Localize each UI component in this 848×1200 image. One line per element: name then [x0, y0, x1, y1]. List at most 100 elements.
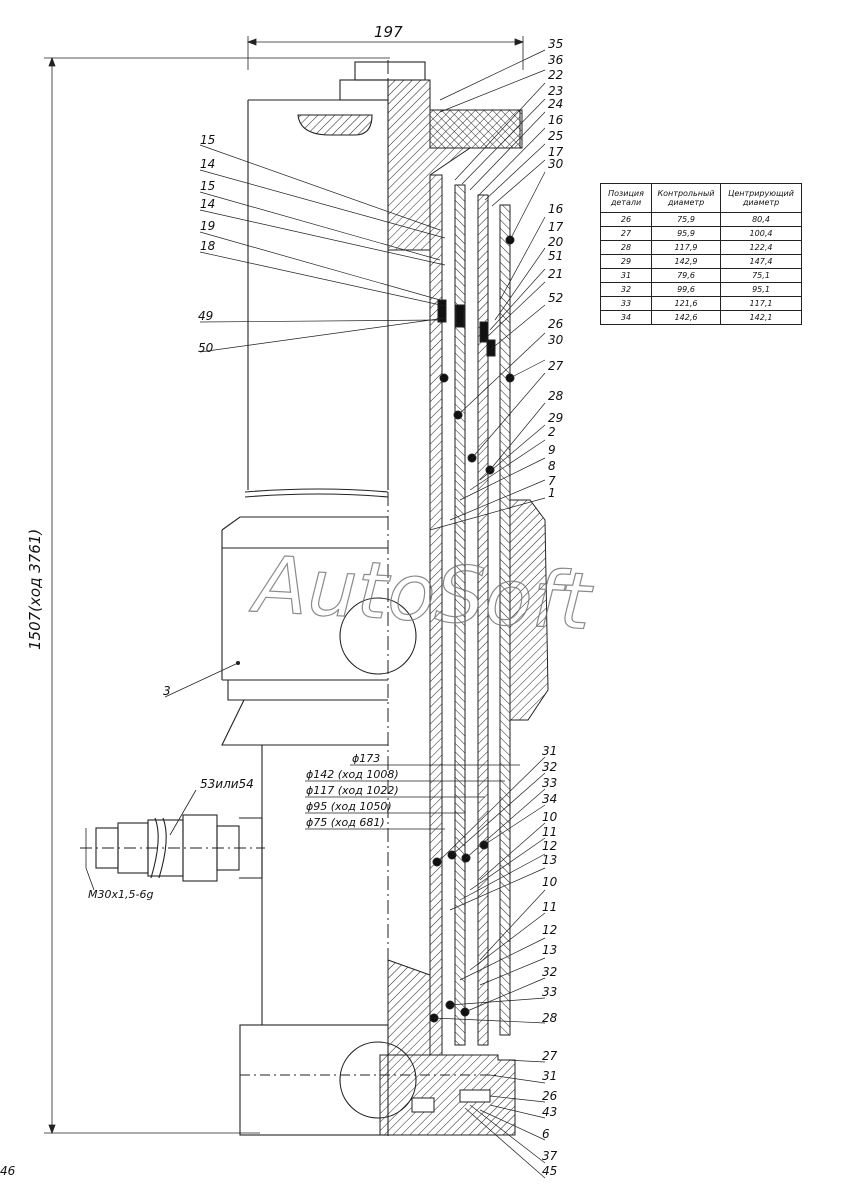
- callout-number: 19: [200, 219, 215, 233]
- callout-number: 28: [542, 1011, 558, 1025]
- callout-number: 24: [548, 97, 563, 111]
- diameter-text-group: ϕ173 ϕ142 (ход 1008) ϕ117 (ход 1022) ϕ95 (х…: [306, 752, 399, 829]
- diameter-label: ϕ75 (ход 681): [306, 816, 385, 829]
- callout-number: 9: [548, 443, 556, 457]
- callout-number: 7: [548, 474, 556, 488]
- table-cell: 121,6: [651, 296, 721, 311]
- table-cell: 117,9: [651, 240, 721, 255]
- callout-number: 31: [542, 744, 557, 758]
- header-control-diameter: Контрольный диаметр: [651, 183, 721, 213]
- header-centering-diameter: Центрирующий диаметр: [720, 183, 802, 213]
- table-cell: 99,6: [651, 282, 721, 297]
- callout-number: 37: [542, 1149, 558, 1163]
- callout-number: 12: [542, 923, 557, 937]
- callout-number: 20: [548, 235, 564, 249]
- spec-table: Позиция детали Контрольный диаметр Центр…: [600, 183, 802, 325]
- diameter-labels: [305, 764, 520, 830]
- table-cell: 142,1: [720, 310, 802, 325]
- callout-number: 11: [542, 825, 557, 839]
- callout-number: 6: [542, 1127, 550, 1141]
- callout-number: 27: [548, 359, 564, 373]
- table-cell: 34: [600, 310, 652, 325]
- callout-number: 33: [542, 776, 557, 790]
- table-cell: 33: [600, 296, 652, 311]
- callout-number: 26: [548, 317, 564, 331]
- callout-number: 8: [548, 459, 556, 473]
- header-position: Позиция детали: [600, 183, 652, 213]
- table-cell: 28: [600, 240, 652, 255]
- callout-number: 17: [548, 145, 564, 159]
- table-cell: 75,9: [651, 212, 721, 227]
- callout-number: 15: [200, 133, 215, 147]
- watermark: AutoSoft: [247, 540, 595, 648]
- callout-number: 31: [542, 1069, 557, 1083]
- callout-number: 32: [542, 760, 557, 774]
- table-cell: 147,4: [720, 254, 802, 269]
- table-cell: 117,1: [720, 296, 802, 311]
- callout-number: 33: [542, 985, 557, 999]
- callout-number: 15: [200, 179, 215, 193]
- cylinder-section: [379, 60, 549, 1140]
- callout-number: 30: [548, 333, 564, 347]
- thread-label: M30x1,5-6g: [88, 888, 153, 901]
- callout-number: 2: [548, 425, 556, 439]
- height-dimension-label: 1507(ход 3761): [26, 529, 44, 650]
- callout-number: 27: [542, 1049, 558, 1063]
- dimension-height: [44, 56, 390, 1135]
- callout-number: 50: [198, 341, 214, 355]
- callout-number: 43: [542, 1105, 557, 1119]
- table-cell: 80,4: [720, 212, 802, 227]
- diameter-label: ϕ95 (ход 1050): [306, 800, 392, 813]
- callout-number: 11: [542, 900, 557, 914]
- table-cell: 26: [600, 212, 652, 227]
- table-cell: 31: [600, 268, 652, 283]
- callout-number: 16: [548, 202, 564, 216]
- table-cell: 122,4: [720, 240, 802, 255]
- width-dimension-label: 197: [374, 23, 403, 41]
- table-cell: 27: [600, 226, 652, 241]
- callout-number: 13: [542, 853, 557, 867]
- callout-number: 28: [548, 389, 564, 403]
- dimension-width: [246, 36, 525, 70]
- table-cell: 32: [600, 282, 652, 297]
- callout-number: 23: [548, 84, 563, 98]
- callout-number: 10: [542, 875, 558, 889]
- callout-number: 49: [198, 309, 213, 323]
- diameter-label: ϕ173: [352, 752, 380, 765]
- table-cell: 142,9: [651, 254, 721, 269]
- callout-number: 1: [548, 486, 556, 500]
- callout-number: 32: [542, 965, 557, 979]
- callout-leaders: [164, 49, 546, 1179]
- callout-number: 17: [548, 220, 564, 234]
- table-cell: 95,1: [720, 282, 802, 297]
- diameter-label: ϕ117 (ход 1022): [306, 784, 399, 797]
- callout-number: 45: [542, 1164, 557, 1178]
- callout-number: 10: [542, 810, 558, 824]
- callout-number: 34: [542, 792, 557, 806]
- table-cell: 100,4: [720, 226, 802, 241]
- callout-number: 35: [548, 37, 563, 51]
- callout-number: 36: [548, 53, 564, 67]
- callout-number: 52: [548, 291, 563, 305]
- table-cell: 29: [600, 254, 652, 269]
- callout-numbers: 1514151419184950353или543536222324162517…: [0, 37, 564, 1178]
- callout-number: 22: [548, 68, 563, 82]
- callout-number: 18: [200, 239, 216, 253]
- callout-number: 29: [548, 411, 563, 425]
- callout-number: 25: [548, 129, 563, 143]
- callout-number: 51: [548, 249, 563, 263]
- spec-table-header: Позиция детали Контрольный диаметр Центр…: [600, 183, 802, 213]
- callout-number: 14: [200, 157, 215, 171]
- callout-number: 26: [542, 1089, 558, 1103]
- diameter-label: ϕ142 (ход 1008): [306, 768, 399, 781]
- callout-number: 46: [0, 1164, 16, 1178]
- callout-number: 21: [548, 267, 563, 281]
- callout-number: 12: [542, 839, 557, 853]
